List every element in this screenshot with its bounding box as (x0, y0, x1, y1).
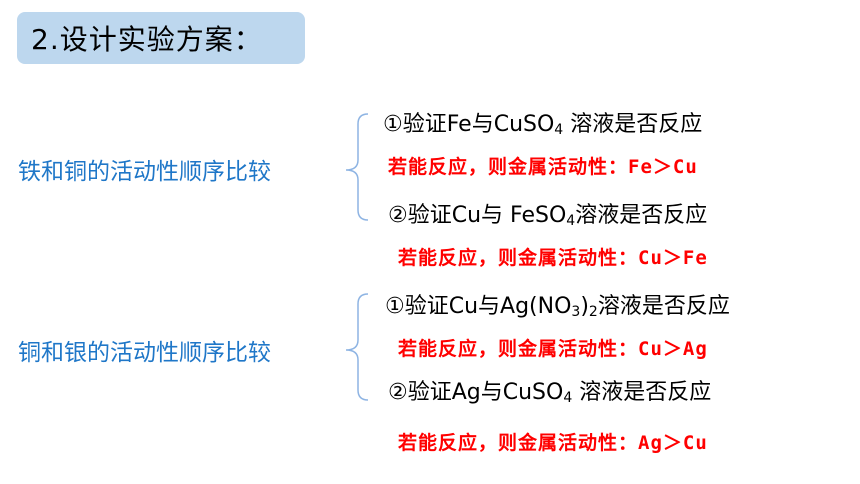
question-1-2-prefix: ②验证Cu与 FeSO (388, 203, 567, 228)
conclusion-1-2: 若能反应，则金属活动性：Cu＞Fe (398, 247, 708, 269)
question-2-1-sub: 3 (571, 304, 581, 320)
question-2-2-suffix: 溶液是否反应 (572, 380, 712, 405)
conclusion-2-1: 若能反应，则金属活动性：Cu＞Ag (398, 338, 708, 360)
group-label-fe-cu: 铁和铜的活动性顺序比较 (18, 159, 271, 185)
question-2-2-sub: 4 (563, 390, 573, 406)
conclusion-1-1: 若能反应，则金属活动性：Fe＞Cu (388, 156, 698, 178)
conclusion-2-2: 若能反应，则金属活动性：Ag＞Cu (398, 432, 708, 454)
question-2-1: ①验证Cu与Ag(NO3)2溶液是否反应 (385, 288, 730, 320)
question-1-2-suffix: 溶液是否反应 (575, 203, 708, 228)
group-label-cu-ag: 铜和银的活动性顺序比较 (18, 340, 271, 366)
question-2-2-prefix: ②验证Ag与CuSO (388, 380, 564, 405)
page-title: 2.设计实验方案： (31, 23, 263, 56)
question-2-1-prefix: ①验证Cu与Ag(NO (385, 294, 572, 319)
question-2-2: ②验证Ag与CuSO4 溶液是否反应 (388, 374, 711, 406)
question-1-2-sub: 4 (566, 213, 576, 229)
question-2-1-suffix2: 溶液是否反应 (597, 294, 730, 319)
brace-group-2 (340, 292, 370, 402)
brace-group-1 (340, 112, 370, 222)
question-1-1-sub: 4 (554, 122, 564, 138)
question-1-1-suffix: 溶液是否反应 (563, 112, 703, 137)
question-1-1: ①验证Fe与CuSO4 溶液是否反应 (383, 106, 702, 138)
question-1-1-prefix: ①验证Fe与CuSO (383, 112, 555, 137)
question-1-2: ②验证Cu与 FeSO4溶液是否反应 (388, 197, 707, 229)
question-2-1-sub2: 2 (588, 304, 598, 320)
question-2-1-suffix: ) (580, 294, 589, 319)
title-box: 2.设计实验方案： (17, 12, 305, 64)
